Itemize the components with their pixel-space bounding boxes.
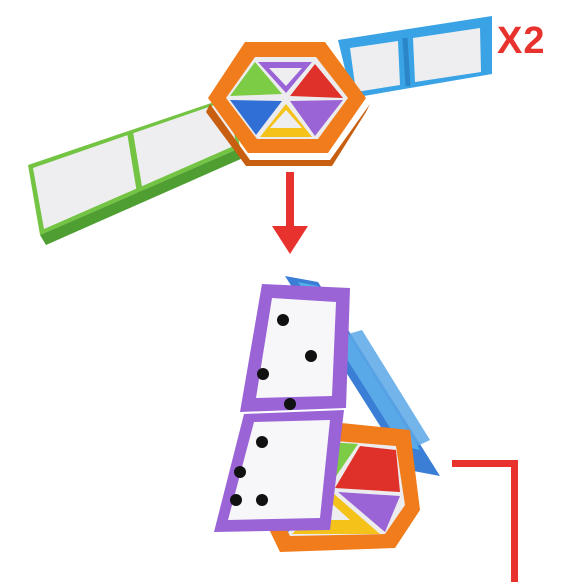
flat-layout-illustration (28, 16, 492, 245)
purple-dice-panels (214, 284, 350, 532)
blue-square-pieces (338, 16, 492, 98)
down-arrow-icon (272, 172, 308, 254)
quantity-multiplier: X2 (497, 20, 545, 63)
corner-bracket-icon (452, 460, 518, 582)
assembled-model-illustration (214, 276, 440, 552)
